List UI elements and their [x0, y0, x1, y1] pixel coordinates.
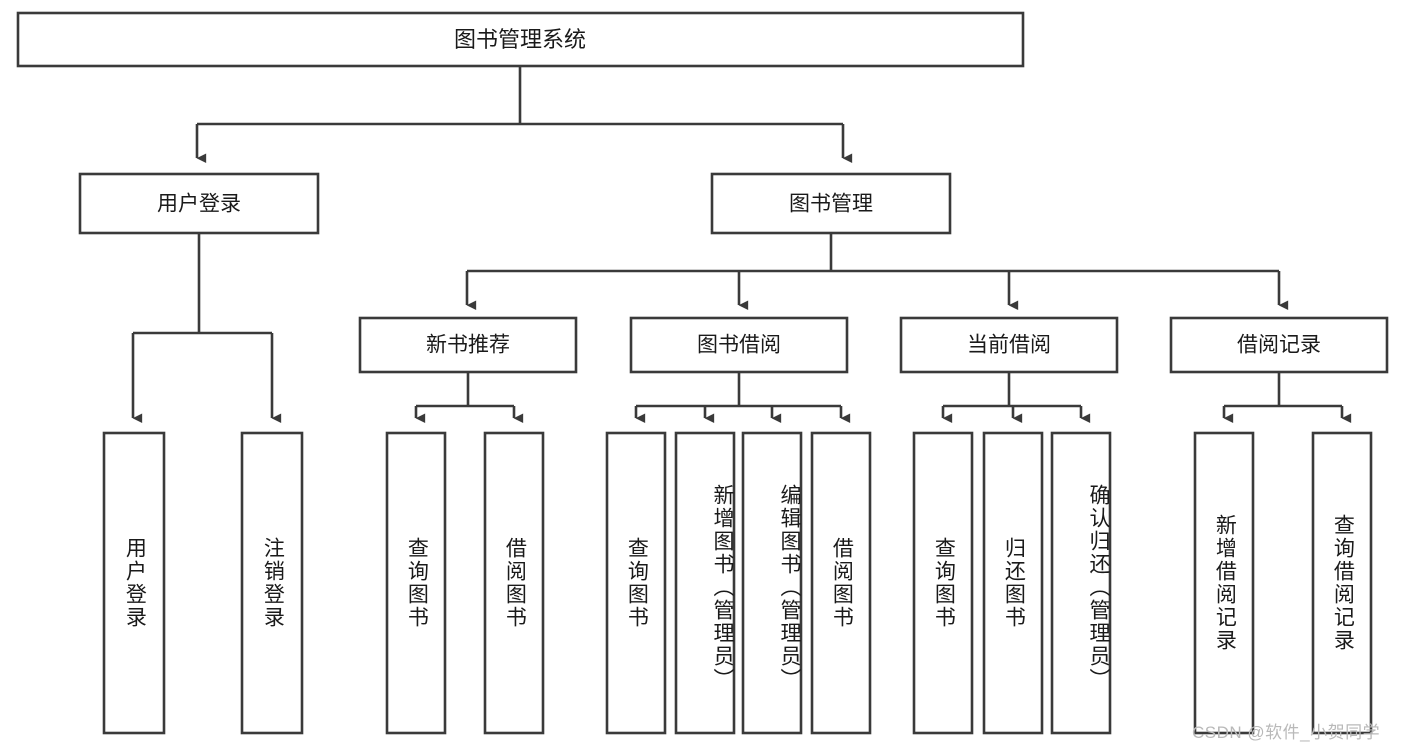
node-book-borrow[interactable]: 图书借阅 [629, 316, 849, 374]
node-current-borrow-box[interactable] [899, 316, 1119, 374]
node-leaf-add-record-box[interactable] [1193, 431, 1255, 735]
node-root-label: 图书管理系统 [454, 27, 586, 52]
node-book-borrow-box[interactable] [629, 316, 849, 374]
node-book-management-box[interactable] [710, 172, 952, 235]
node-leaf-confirm-return-box[interactable] [1050, 431, 1112, 735]
node-book-borrow-label: 图书借阅 [697, 334, 781, 357]
node-leaf-add-book-box[interactable] [674, 431, 736, 735]
node-current-borrow[interactable]: 当前借阅 [899, 316, 1119, 374]
node-new-book-recommend-box[interactable] [358, 316, 578, 374]
node-leaf-borrow-book-1-box[interactable] [483, 431, 545, 735]
node-borrow-record[interactable]: 借阅记录 [1169, 316, 1389, 374]
node-new-book-recommend-label: 新书推荐 [426, 334, 510, 357]
node-borrow-record-box[interactable] [1169, 316, 1389, 374]
node-leaf-borrow-book-2-box[interactable] [810, 431, 872, 735]
node-user-login-label: 用户登录 [157, 193, 241, 216]
node-current-borrow-label: 当前借阅 [967, 334, 1051, 357]
node-book-management[interactable]: 图书管理 [710, 172, 952, 235]
node-root-box[interactable] [16, 11, 1025, 68]
node-leaf-query-book-2-box[interactable] [605, 431, 667, 735]
node-leaf-query-book-1-box[interactable] [385, 431, 447, 735]
node-leaf-return-book-box[interactable] [982, 431, 1044, 735]
node-leaf-query-book-3-box[interactable] [912, 431, 974, 735]
csdn-watermark: CSDN @软件_小贺同学 [1192, 723, 1381, 742]
node-book-management-label: 图书管理 [789, 193, 873, 216]
node-leaf-edit-book-box[interactable] [741, 431, 803, 735]
node-user-login[interactable]: 用户登录 [78, 172, 320, 235]
node-borrow-record-label: 借阅记录 [1237, 334, 1321, 357]
node-leaf-query-record-box[interactable] [1311, 431, 1373, 735]
node-root[interactable]: 图书管理系统 [16, 11, 1025, 68]
node-new-book-recommend[interactable]: 新书推荐 [358, 316, 578, 374]
node-leaf-logout-login-box[interactable] [240, 431, 304, 735]
node-leaf-user-login-box[interactable] [102, 431, 166, 735]
